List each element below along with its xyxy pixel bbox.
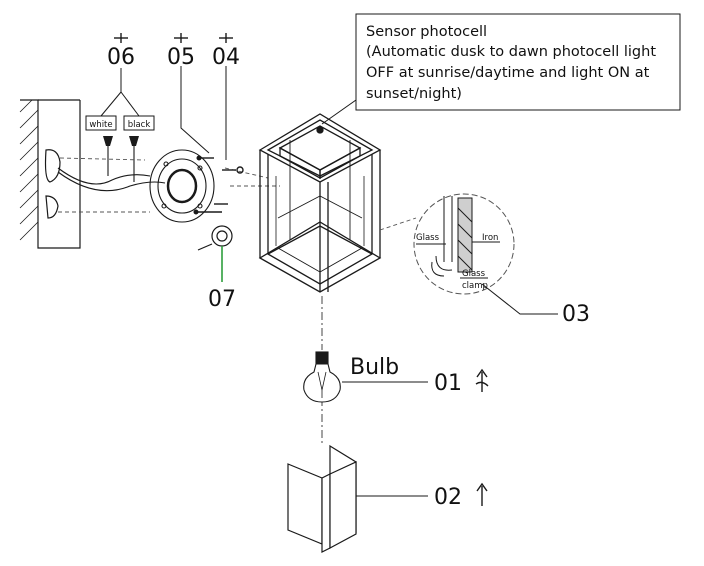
leader-sensor — [321, 70, 357, 125]
arrow-up-02-icon — [476, 482, 488, 506]
leader-03 — [481, 283, 558, 315]
part-number-06: 06 — [107, 45, 135, 70]
sensor-note-line-2: OFF at sunrise/daytime and light ON at — [366, 65, 650, 81]
part-number-01: 01 — [434, 371, 462, 396]
sensor-note-line-3: sunset/night) — [366, 86, 462, 102]
leader-06 — [100, 68, 140, 117]
mounting-plate — [149, 149, 215, 223]
white-wire-label: white — [89, 120, 112, 130]
detail-label-glass-clamp-1: Glass — [462, 269, 486, 279]
part-number-03: 03 — [562, 302, 590, 327]
sensor-note-line-1: (Automatic dusk to dawn photocell light — [366, 44, 656, 60]
detail-connector — [379, 217, 417, 231]
screws — [193, 155, 244, 215]
part-number-05: 05 — [167, 45, 195, 70]
bulb-01 — [303, 351, 341, 403]
hardware-glyphs — [114, 33, 233, 43]
wire-connector-white — [103, 136, 113, 146]
detail-label-iron: Iron — [482, 233, 498, 243]
part-number-04: 04 — [212, 45, 240, 70]
detail-label-glass: Glass — [416, 233, 440, 243]
lantern-frame — [258, 113, 382, 293]
bulb-label: Bulb — [350, 355, 399, 380]
part-number-07: 07 — [208, 287, 236, 312]
wall-wiring — [57, 145, 166, 192]
arrow-up-01-icon — [475, 368, 489, 392]
sensor-note-title: Sensor photocell — [366, 24, 487, 40]
sensor-note-box — [355, 13, 681, 111]
detail-label-glass-clamp-2: clamp — [462, 281, 488, 291]
glass-panels-02 — [287, 444, 357, 553]
detail-circle-03: Glass Iron Glass clamp — [413, 193, 515, 295]
black-wire-label: black — [128, 120, 151, 130]
part-number-02: 02 — [434, 485, 462, 510]
nut-07 — [197, 225, 233, 251]
leader-05 — [180, 66, 210, 154]
wall — [19, 99, 81, 249]
wire-connector-black — [129, 136, 139, 146]
